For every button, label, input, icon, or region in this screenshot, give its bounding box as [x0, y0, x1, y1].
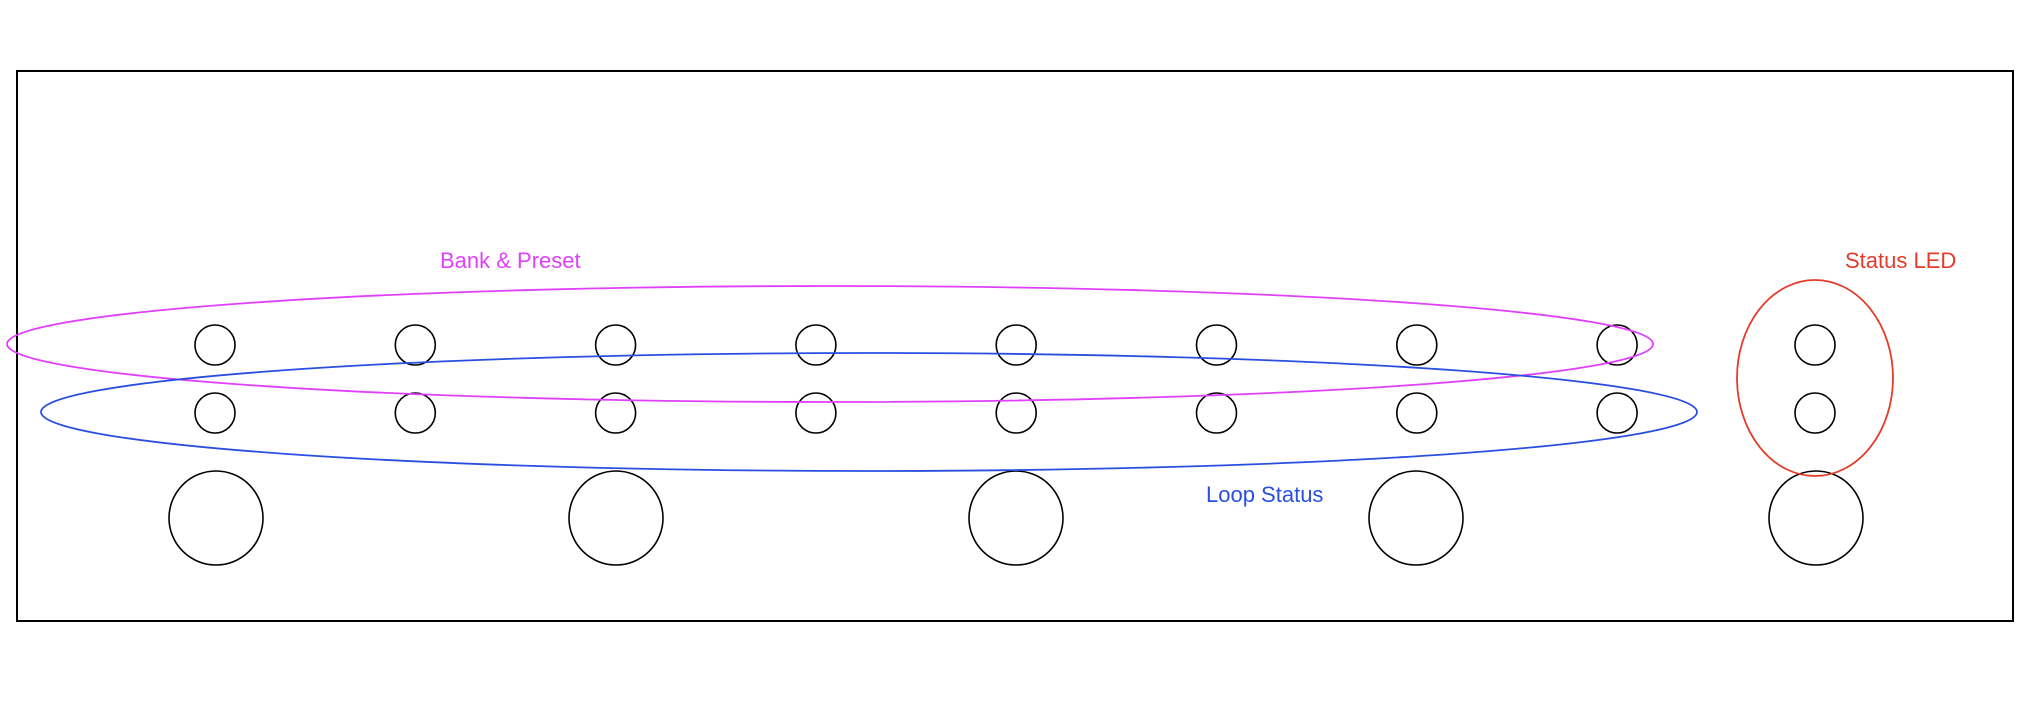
led-row-1-col-8: [1596, 324, 1638, 366]
loop-status-label: Loop Status: [1206, 482, 1323, 507]
led-row-2-col-1: [194, 392, 236, 434]
led-row-2-col-3: [594, 392, 637, 434]
footswitch-1: [168, 470, 264, 566]
status-led-2: [1794, 392, 1836, 434]
led-row-1-col-1: [194, 324, 236, 366]
led-row-1-col-2: [394, 324, 437, 366]
led-row-1-col-4: [795, 324, 837, 366]
led-row-2-col-4: [795, 392, 837, 434]
footswitch-3: [968, 470, 1064, 566]
led-row-2-col-5: [995, 392, 1038, 434]
status-led-label: Status LED: [1845, 248, 1956, 273]
led-grid: [194, 324, 1638, 434]
footswitch-5: [1768, 470, 1864, 566]
enclosure-panel: [16, 70, 2014, 622]
bank-preset-group-outline: [6, 285, 1654, 403]
led-row-2-col-6: [1195, 392, 1238, 434]
status-led-1: [1794, 324, 1836, 366]
footswitch-2: [568, 470, 664, 566]
status-led-group-outline: [1736, 279, 1894, 477]
bank-preset-label: Bank & Preset: [440, 248, 581, 273]
led-row-1-col-3: [594, 324, 637, 366]
led-row-1-col-6: [1195, 324, 1238, 366]
footswitch-4: [1368, 470, 1464, 566]
status-led-column: [1794, 324, 1836, 434]
led-row-2-col-8: [1596, 392, 1638, 434]
led-row-1-col-5: [995, 324, 1038, 366]
loop-status-group-outline: [40, 352, 1698, 472]
led-row-2-col-2: [394, 392, 437, 434]
led-row-1-col-7: [1396, 324, 1438, 366]
led-row-2-col-7: [1396, 392, 1438, 434]
footswitch-row: [168, 470, 1864, 566]
